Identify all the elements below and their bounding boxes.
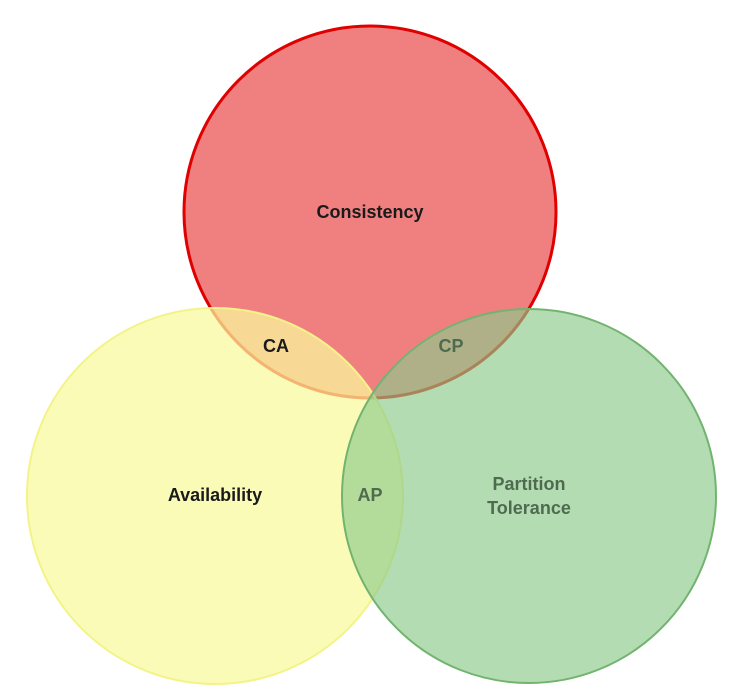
partition-tolerance-label-line2: Tolerance xyxy=(487,498,571,518)
availability-label: Availability xyxy=(168,485,262,505)
partition-tolerance-label-line1: Partition xyxy=(492,474,565,494)
consistency-label: Consistency xyxy=(316,202,423,222)
ap-intersection-label: AP xyxy=(357,485,382,505)
ca-intersection-label: CA xyxy=(263,336,289,356)
cp-intersection-label: CP xyxy=(438,336,463,356)
partition-tolerance-circle xyxy=(341,308,717,684)
